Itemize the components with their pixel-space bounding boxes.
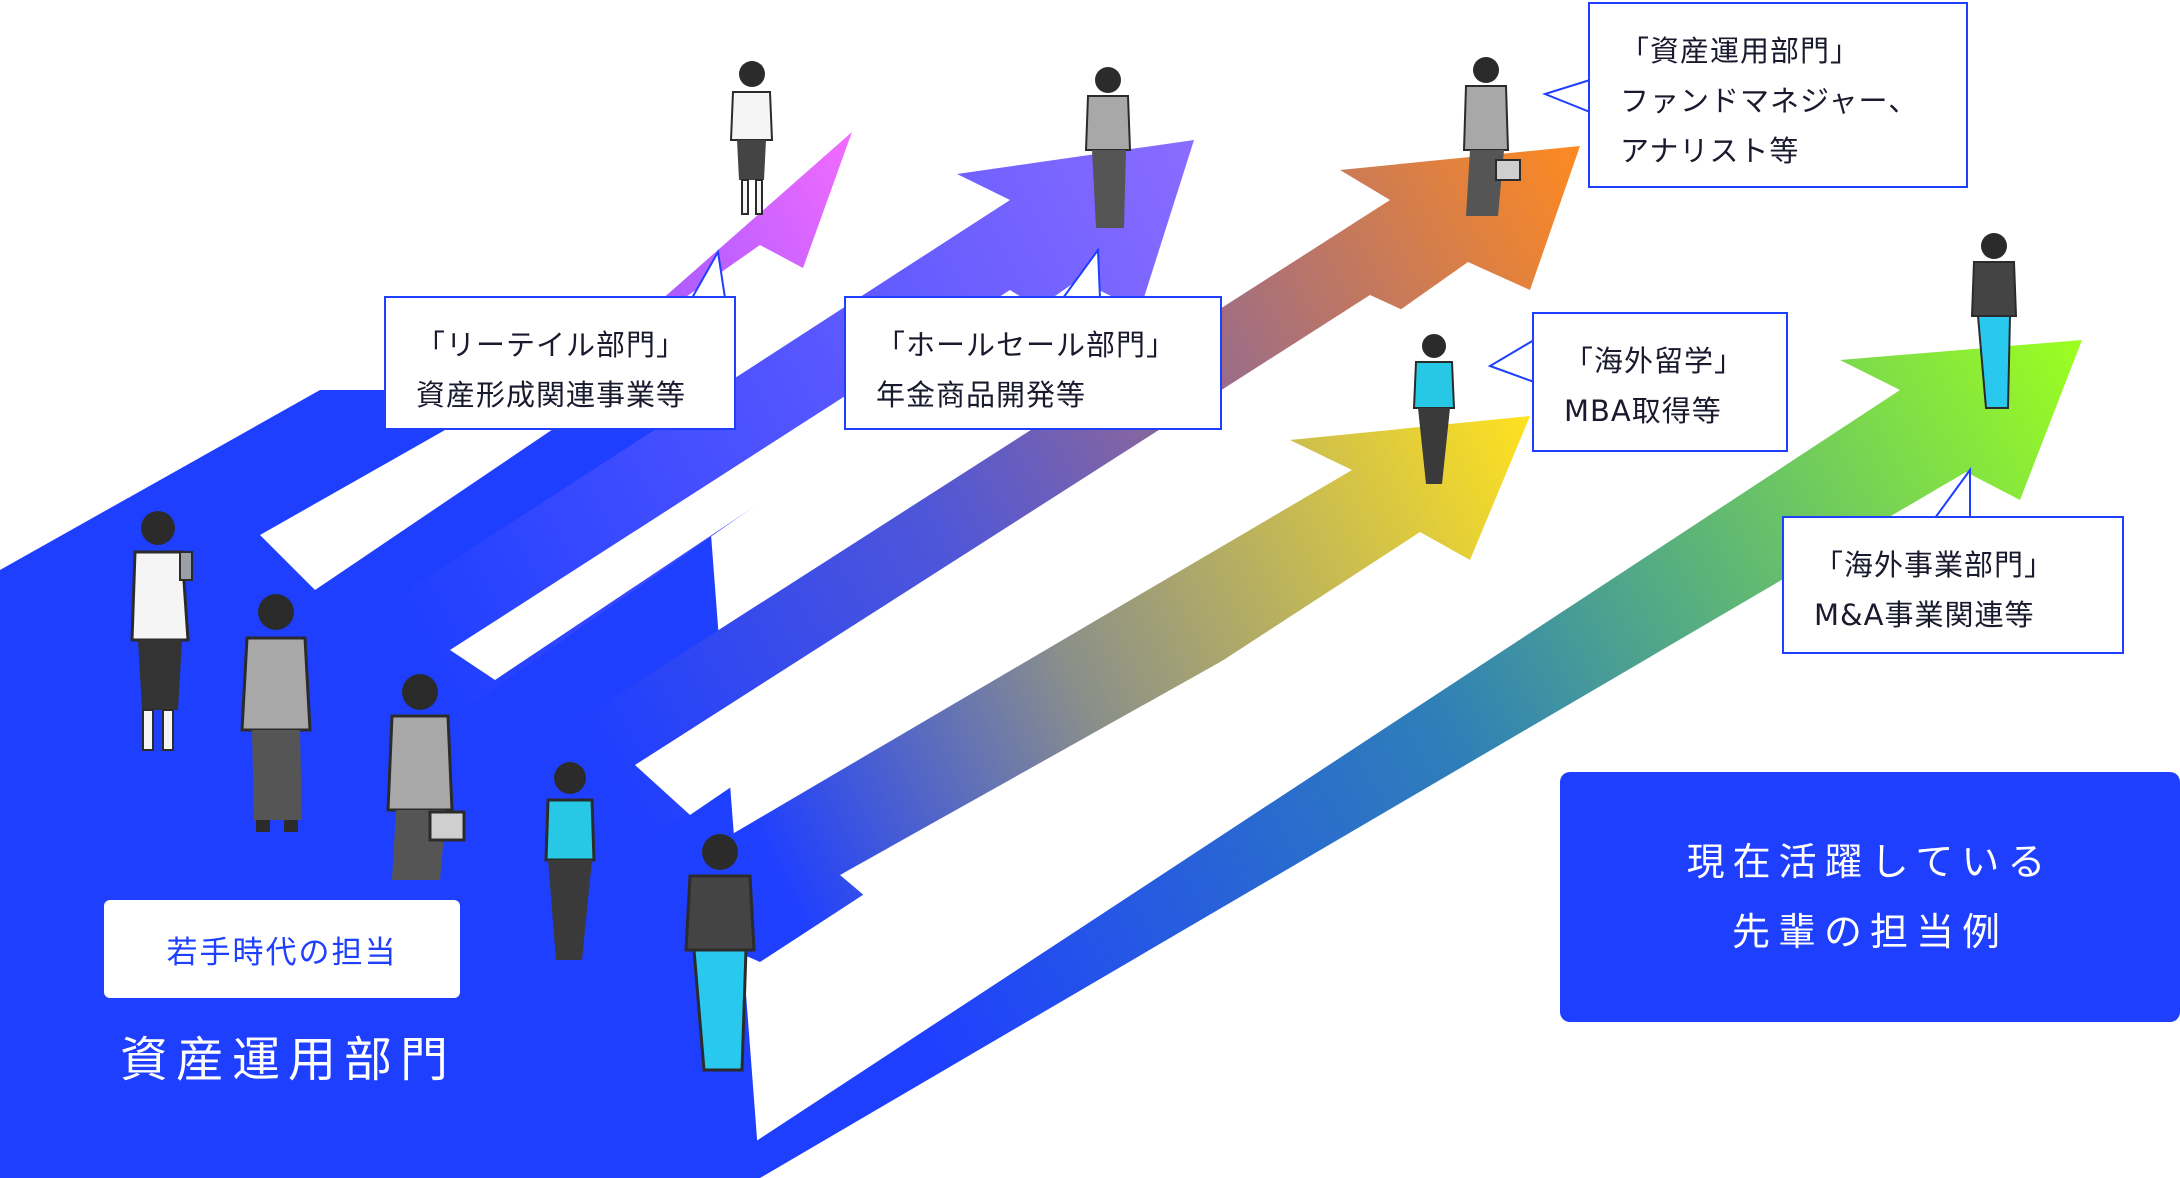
- callout-asset-mgmt-line3: アナリスト等: [1620, 134, 1800, 168]
- callout-wholesale-line1: 「ホールセール部門」: [876, 328, 1177, 362]
- person-man-dark-icon: [684, 834, 756, 1072]
- callout-overseas-business: 「海外事業部門」 M&A事業関連等: [1782, 516, 2124, 654]
- person-man-briefcase-icon: [386, 674, 466, 880]
- callout-overseas-business-line1: 「海外事業部門」: [1814, 548, 2055, 582]
- callout-wholesale: 「ホールセール部門」 年金商品開発等: [844, 296, 1222, 430]
- callout-retail: 「リーテイル部門」 資産形成関連事業等: [384, 296, 736, 430]
- person-woman-tablet-icon: [130, 511, 193, 751]
- callout-wholesale-line2: 年金商品開発等: [876, 378, 1087, 412]
- callout-tail: [1487, 338, 1535, 384]
- lane-divider: [635, 295, 1420, 815]
- callout-tail: [1542, 78, 1591, 114]
- lane-divider: [840, 550, 1475, 930]
- callout-asset-mgmt-line1: 「資産運用部門」: [1620, 34, 1861, 68]
- legend-box: 現在活躍している 先輩の担当例: [1560, 772, 2180, 1022]
- legend-line1: 現在活躍している: [1686, 840, 2054, 884]
- person-asset-mgmt-icon: [1462, 57, 1521, 216]
- person-retail-icon: [729, 61, 774, 215]
- legend-line2: 先輩の担当例: [1731, 910, 2008, 954]
- person-overseas-study-icon: [1412, 334, 1456, 484]
- callout-overseas-study-line2: MBA取得等: [1564, 394, 1722, 428]
- callout-asset-mgmt: 「資産運用部門」 ファンドマネジャー、 アナリスト等: [1588, 2, 1968, 188]
- youth-era-label: 若手時代の担当: [104, 900, 460, 998]
- arrow-retail: [160, 132, 852, 655]
- callout-overseas-business-line2: M&A事業関連等: [1814, 598, 2035, 632]
- person-overseas-business-icon: [1970, 233, 2018, 409]
- person-woman-cyan-icon: [544, 762, 596, 960]
- person-man-thinking-icon: [240, 594, 312, 832]
- callout-overseas-study: 「海外留学」 MBA取得等: [1532, 312, 1788, 452]
- callout-retail-line2: 資産形成関連事業等: [416, 378, 687, 412]
- callout-overseas-study-line1: 「海外留学」: [1564, 344, 1745, 378]
- callout-asset-mgmt-line2: ファンドマネジャー、: [1620, 84, 1919, 118]
- callout-retail-line1: 「リーテイル部門」: [416, 328, 687, 362]
- arrow-overseas-business: [700, 340, 2082, 1178]
- person-wholesale-icon: [1084, 67, 1132, 228]
- department-title: 資産運用部門: [120, 1032, 457, 1088]
- arrow-overseas-study: [620, 416, 1530, 962]
